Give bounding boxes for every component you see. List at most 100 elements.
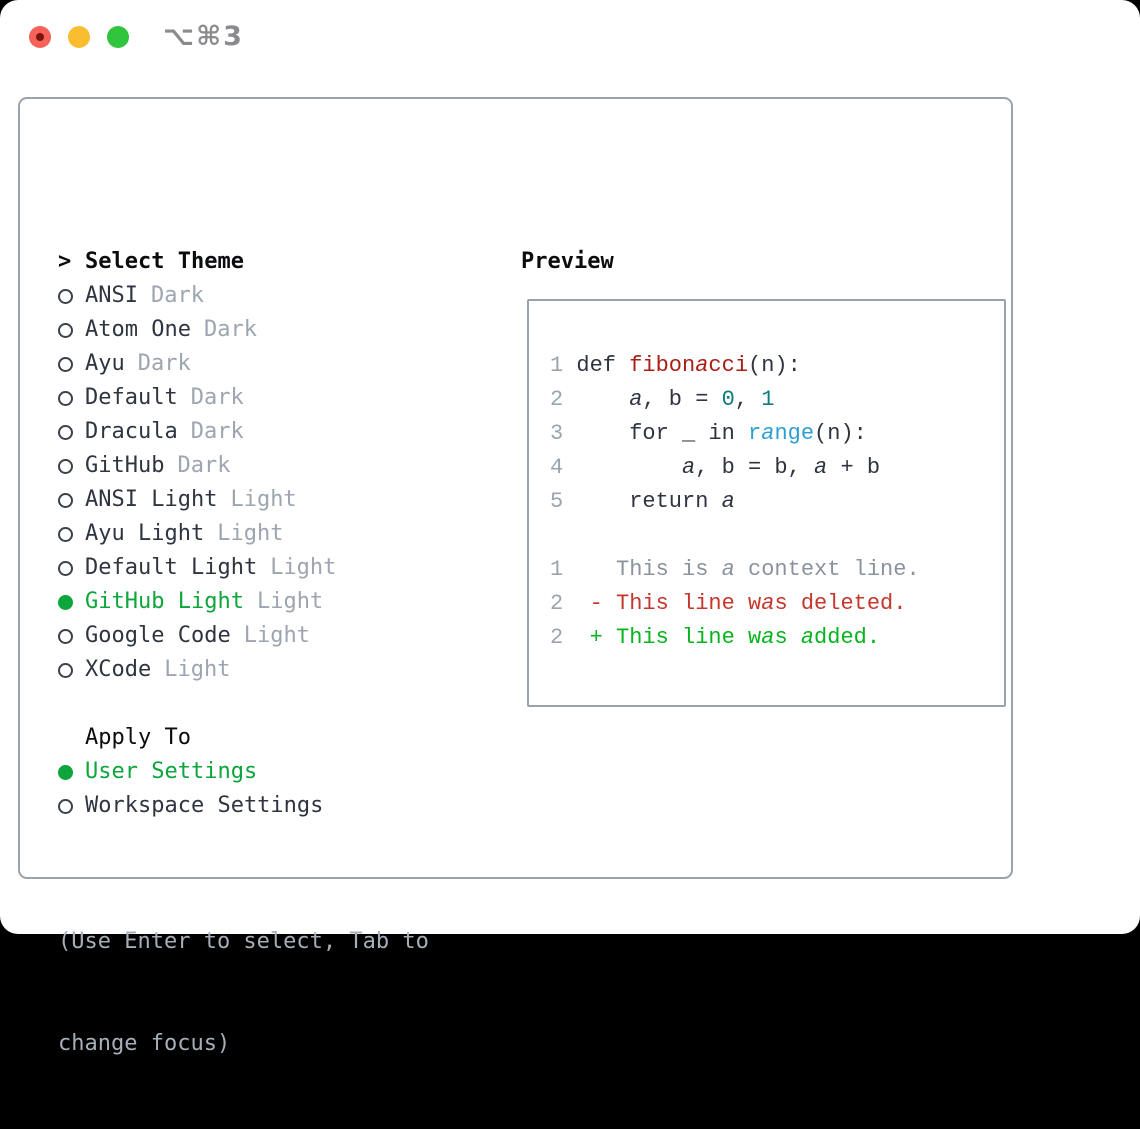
radio-icon [58, 517, 85, 551]
theme-option[interactable]: Google Code Light [58, 619, 336, 653]
code-segment: (n): [814, 421, 867, 446]
apply-to-option[interactable]: User Settings [58, 755, 323, 789]
radio-icon [58, 347, 85, 381]
theme-option-variant: Light [230, 487, 297, 512]
theme-option-variant: Dark [190, 385, 244, 410]
code-line: 1 This is a context line. [550, 553, 996, 587]
theme-list-title: Select Theme [85, 249, 244, 274]
radio-selected-icon [58, 755, 85, 789]
minimize-button[interactable] [68, 26, 90, 48]
code-segment: 0 [721, 387, 735, 412]
code-line: 2 a, b = 0, 1 [550, 383, 996, 417]
window-title: ⌥⌘3 [163, 21, 244, 52]
theme-option-variant: Dark [150, 283, 204, 308]
code-segment: , [734, 387, 762, 412]
theme-option-variant: Dark [203, 317, 257, 342]
radio-icon [58, 551, 85, 585]
theme-option[interactable]: XCode Light [58, 653, 336, 687]
theme-option-label: ANSI Light [85, 487, 218, 512]
code-line: 2 + This line was added. [550, 621, 996, 655]
theme-option[interactable]: Atom One Dark [58, 313, 336, 347]
cursor-icon: > [58, 249, 72, 274]
theme-option-label: Atom One [85, 317, 191, 342]
theme-option-label: Ayu Light [85, 521, 205, 546]
theme-option-variant: Light [243, 623, 310, 648]
theme-option[interactable]: GitHub Dark [58, 449, 336, 483]
radio-icon [58, 313, 85, 347]
titlebar-traffic-lights [29, 26, 129, 48]
code-line: 5 return a [550, 485, 996, 519]
theme-option-label: Dracula [85, 419, 178, 444]
theme-option-label: ANSI [85, 283, 138, 308]
apply-to-option-label: Workspace Settings [85, 793, 324, 818]
code-line: 4 a, b = b, a + b [550, 451, 996, 485]
radio-icon [58, 483, 85, 517]
code-line: 3 for _ in range(n): [550, 417, 996, 451]
code-segment: range [748, 421, 815, 446]
code-segment: return a [576, 489, 735, 514]
theme-option-label: Default Light [85, 555, 258, 580]
theme-option-variant: Light [164, 657, 231, 682]
hint-line: change focus) [58, 1031, 231, 1056]
radio-icon [58, 415, 85, 449]
code-segment: a, b = b, a + b [682, 455, 881, 480]
theme-option-variant: Dark [177, 453, 231, 478]
code-segment: for _ in [576, 421, 749, 446]
theme-option-variant: Dark [190, 419, 244, 444]
theme-option-label: GitHub [85, 453, 165, 478]
code-segment: a, b = [629, 387, 722, 412]
line-number: 2 [550, 625, 564, 650]
theme-option[interactable]: Default Dark [58, 381, 336, 415]
theme-option-variant: Dark [137, 351, 191, 376]
radio-icon [58, 619, 85, 653]
apply-to-option-label: User Settings [85, 759, 258, 784]
theme-option-label: Default [85, 385, 178, 410]
theme-option[interactable]: ANSI Dark [58, 279, 336, 313]
theme-list-header: > Select Theme [58, 245, 336, 279]
line-number: 1 [550, 353, 564, 378]
line-number: 5 [550, 489, 564, 514]
code-segment: def [576, 353, 630, 378]
theme-option-variant: Light [217, 521, 284, 546]
line-number: 4 [550, 455, 564, 480]
code-segment: fibonacci [629, 353, 749, 378]
line-number: 2 [550, 591, 564, 616]
radio-selected-icon [58, 585, 85, 619]
theme-option[interactable]: ANSI Light Light [58, 483, 336, 517]
keyboard-hint: (Use Enter to select, Tab to change focu… [58, 857, 429, 1129]
line-number: 2 [550, 387, 564, 412]
apply-to-title: Apply To [85, 725, 191, 750]
apply-to-header: Apply To [58, 721, 323, 755]
radio-icon [58, 279, 85, 313]
theme-option-label: GitHub Light [85, 589, 244, 614]
zoom-button[interactable] [107, 26, 129, 48]
code-line: 2 - This line was deleted. [550, 587, 996, 621]
radio-icon [58, 653, 85, 687]
hint-line: (Use Enter to select, Tab to [58, 929, 429, 954]
close-button[interactable] [29, 26, 51, 48]
line-number: 1 [550, 557, 564, 582]
code-segment: (n): [748, 353, 801, 378]
preview-title: Preview [521, 249, 614, 274]
code-segment: + This line was added. [576, 625, 881, 650]
apply-to-option[interactable]: Workspace Settings [58, 789, 323, 823]
radio-icon [58, 449, 85, 483]
radio-icon [58, 381, 85, 415]
line-number: 3 [550, 421, 564, 446]
theme-option[interactable]: Dracula Dark [58, 415, 336, 449]
code-line: 1 def fibonacci(n): [550, 349, 996, 383]
code-segment: This is a context line. [576, 557, 920, 582]
radio-icon [58, 789, 85, 823]
theme-option-label: XCode [85, 657, 152, 682]
theme-option[interactable]: Ayu Light Light [58, 517, 336, 551]
code-segment: - This line was deleted. [576, 591, 907, 616]
theme-option-label: Google Code [85, 623, 231, 648]
